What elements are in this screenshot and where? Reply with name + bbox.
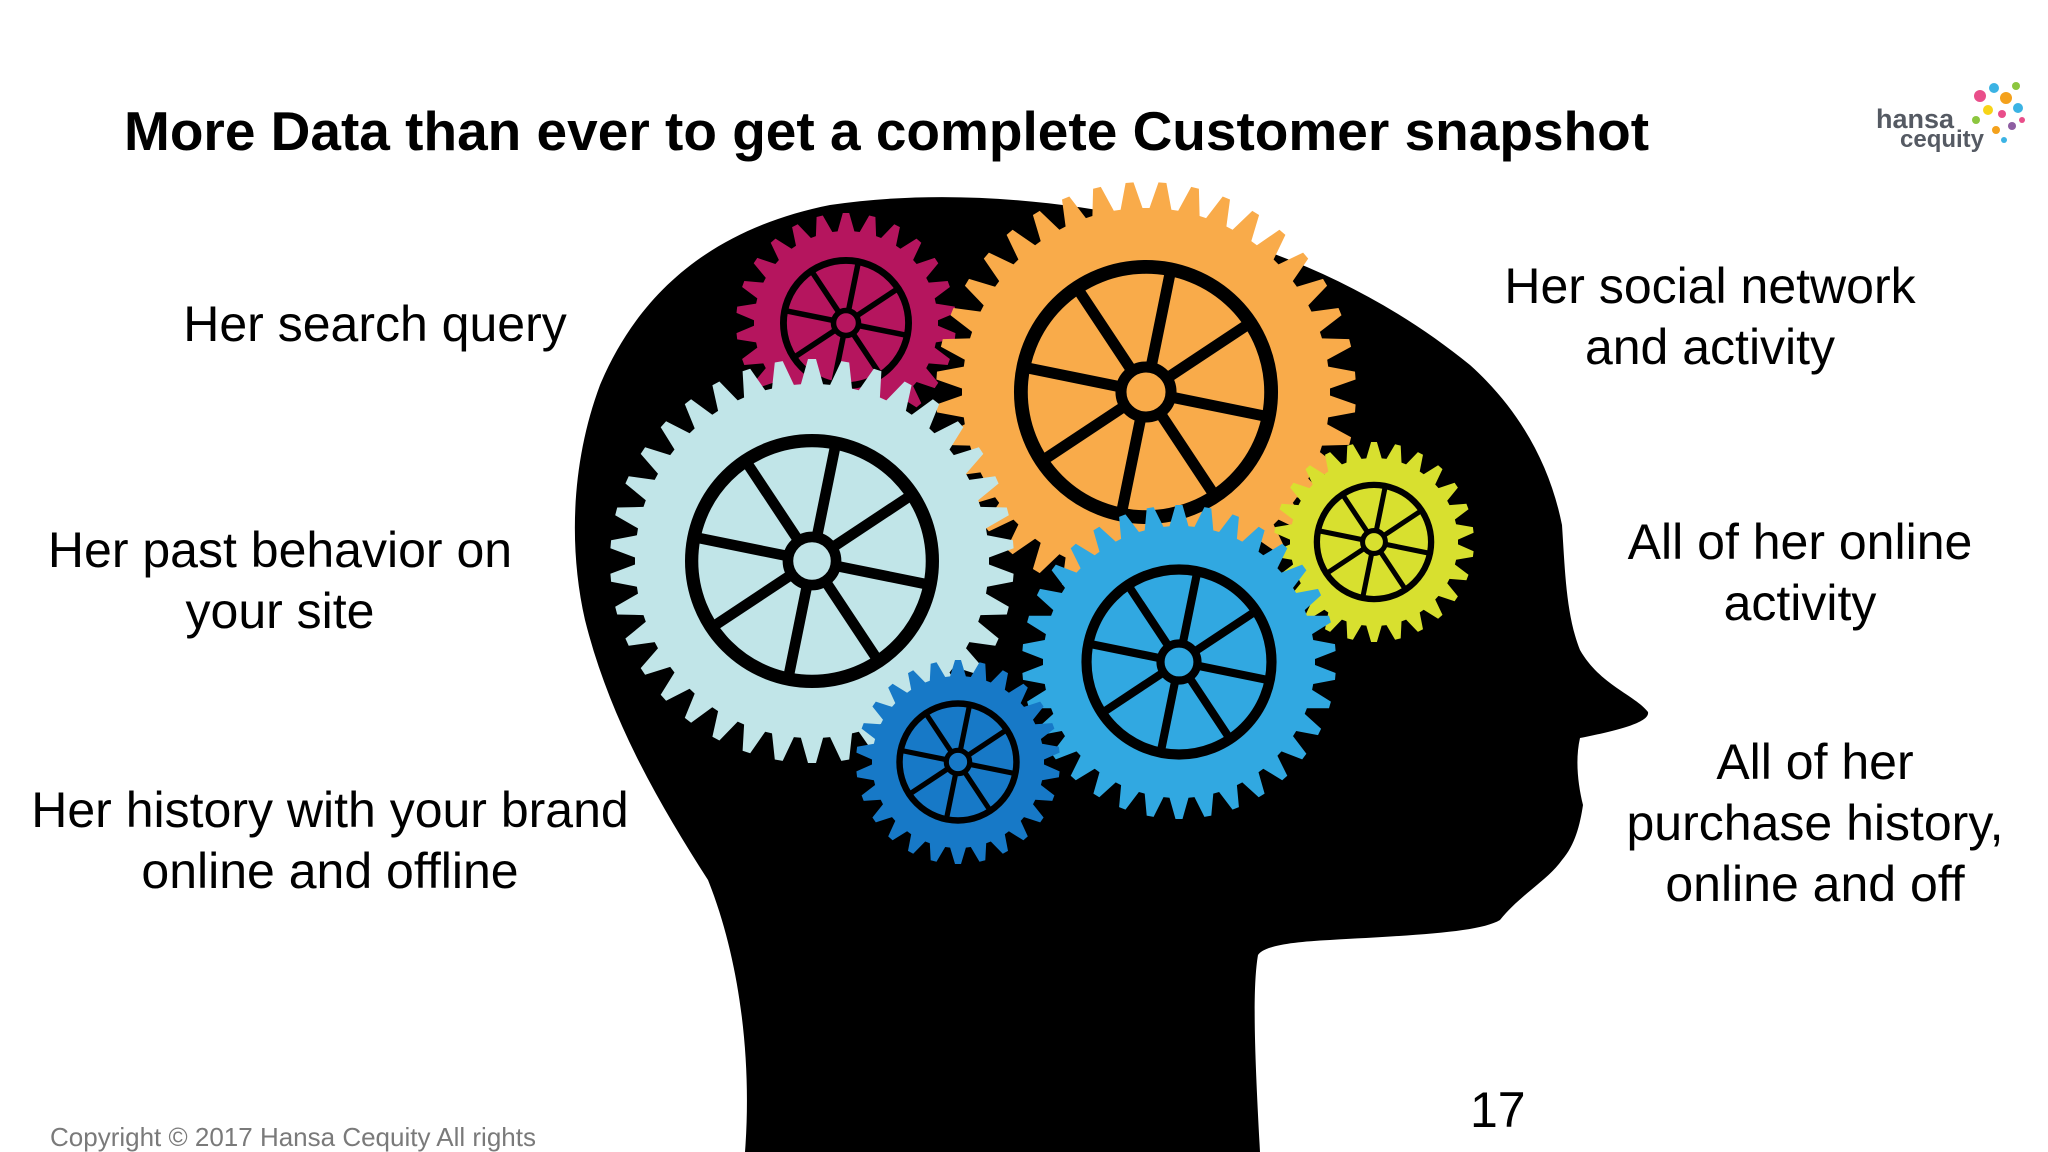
slide-title: More Data than ever to get a complete Cu… [124,100,1650,162]
caption-line: and activity [1584,319,1836,375]
sky-blue-gear [1022,505,1336,819]
caption-online-activity: All of her online activity [1590,512,2010,634]
caption-brand-history: Her history with your brand online and o… [10,780,650,902]
caption-line: purchase history, [1626,795,2004,851]
logo-word-hansa: hansa [1876,104,1955,134]
logo-word-cequity: cequity [1900,126,1985,153]
caption-line: activity [1723,575,1877,631]
caption-purchase-history: All of her purchase history, online and … [1590,732,2040,915]
yellow-green-gear [1274,442,1474,642]
page-number: 17 [1470,1082,1526,1138]
caption-line: your site [185,583,375,639]
caption-past-behavior: Her past behavior on your site [20,520,540,642]
caption-line: online and off [1665,856,1965,912]
caption-line: Her past behavior on [47,522,513,578]
caption-social-network: Her social network and activity [1470,256,1950,378]
caption-line: All of her online [1627,514,1973,570]
royal-blue-gear [856,660,1060,864]
caption-line: Her social network [1504,258,1916,314]
caption-line: Her history with your brand [31,782,629,838]
copyright-notice: Copyright © 2017 Hansa Cequity All right… [50,1122,536,1152]
orange-gear [936,182,1356,602]
caption-line: online and offline [141,843,519,899]
logo-dots-icon [1972,82,2025,143]
hansa-cequity-logo: hansa cequity [1870,74,2030,164]
magenta-gear [736,213,956,433]
light-blue-gear [610,359,1014,763]
caption-line: All of her [1716,734,1914,790]
caption-line: Her search query [183,296,567,352]
caption-search-query: Her search query [140,294,610,355]
